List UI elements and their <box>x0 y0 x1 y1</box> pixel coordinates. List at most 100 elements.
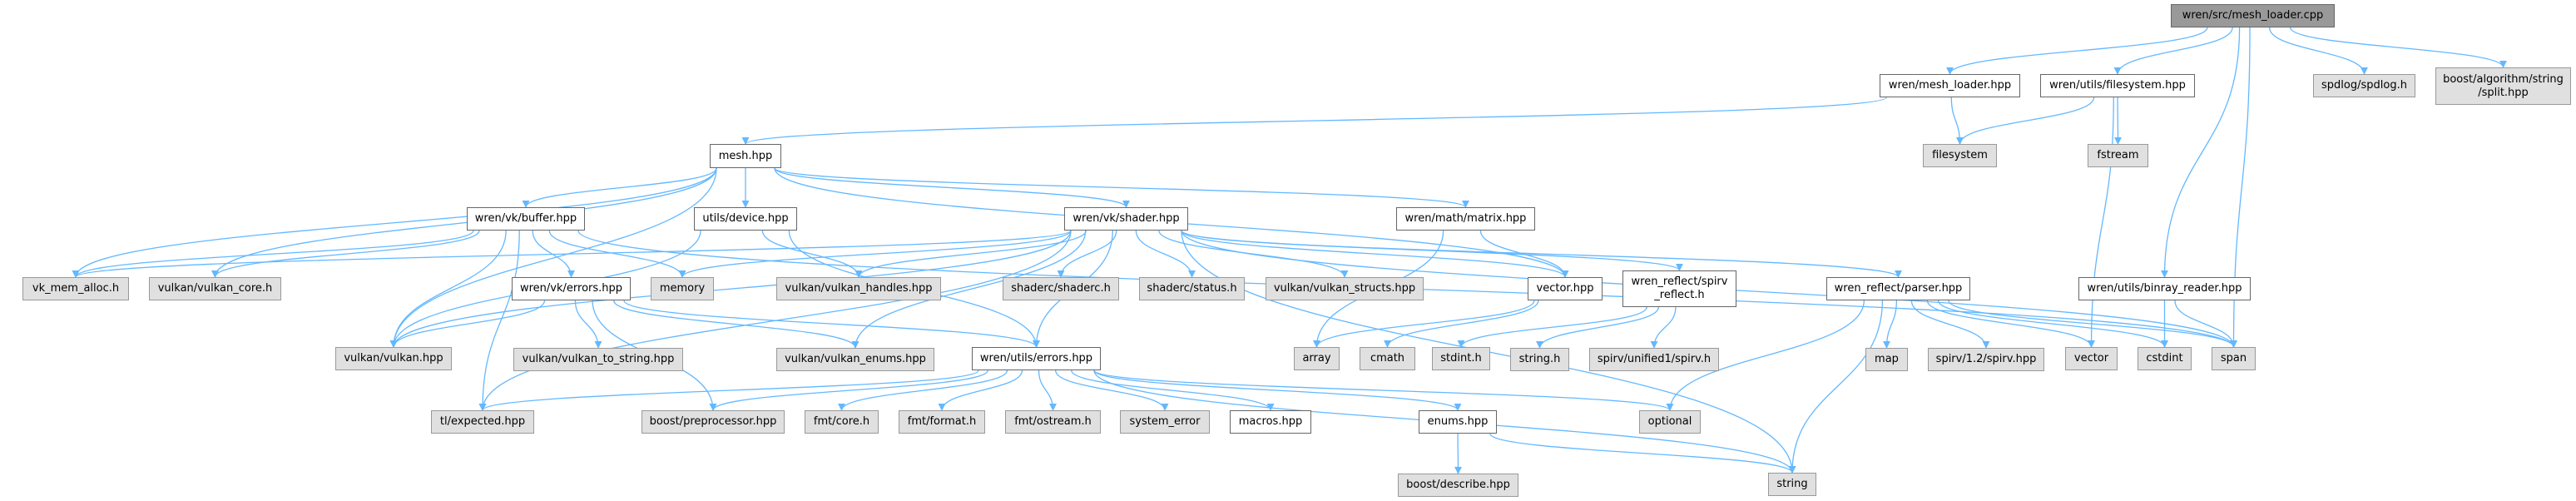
node-vulkan-hpp: vulkan/vulkan.hpp <box>335 347 452 370</box>
node-vk-errors-hpp[interactable]: wren/vk/errors.hpp <box>512 277 631 300</box>
node-stdint: stdint.h <box>1432 347 1490 370</box>
edge-shader-hpp-to-memory <box>678 230 1072 278</box>
edge-vk-errors-hpp-to-vulkan-to-string <box>574 300 602 349</box>
edge-shader-hpp-to-vk-mem-alloc <box>72 230 1072 278</box>
node-macros-hpp[interactable]: macros.hpp <box>1230 410 1311 434</box>
edge-mesh-hpp-to-shader-hpp <box>774 167 1130 208</box>
edge-parser-hpp-to-map <box>1883 300 1898 349</box>
edge-vk-errors-hpp-to-utils-errors-hpp <box>623 300 1040 348</box>
node-vulkan-handles: vulkan/vulkan_handles.hpp <box>776 277 941 300</box>
edge-mesh-loader-hpp-to-filesystem <box>1950 97 1964 145</box>
node-boost-describe: boost/describe.hpp <box>1398 474 1518 497</box>
node-root: wren/src/mesh_loader.cpp <box>2171 4 2335 27</box>
edge-utils-errors-hpp-to-fmt-ostream <box>1038 370 1057 411</box>
node-vulkan-structs: vulkan/vulkan_structs.hpp <box>1266 277 1424 300</box>
node-string: string <box>1768 473 1816 496</box>
edge-utils-errors-hpp-to-fmt-core <box>838 370 1008 411</box>
edge-binray-reader-to-span <box>2174 300 2237 348</box>
node-matrix-hpp[interactable]: wren/math/matrix.hpp <box>1396 207 1535 231</box>
edge-vector-hpp-to-cmath <box>1384 300 1539 348</box>
edge-root-to-split <box>2290 27 2507 68</box>
edge-utils-errors-hpp-to-fmt-format <box>938 370 1023 411</box>
node-buffer-hpp[interactable]: wren/vk/buffer.hpp <box>467 207 585 231</box>
edge-buffer-hpp-to-vulkan-hpp <box>389 230 507 348</box>
edge-root-to-filesystem-hpp <box>2113 27 2233 75</box>
edge-spirv-reflect-to-stdint <box>1457 306 1647 348</box>
edge-spirv-reflect-to-string-h <box>1536 306 1659 349</box>
edge-parser-hpp-to-cstdint <box>1937 300 2168 348</box>
node-split: boost/algorithm/string /split.hpp <box>2435 67 2571 105</box>
edge-vk-errors-hpp-to-vulkan-hpp <box>389 300 546 348</box>
edge-utils-errors-hpp-to-macros-hpp <box>1071 370 1275 411</box>
node-vulkan-enums: vulkan/vulkan_enums.hpp <box>776 348 934 371</box>
node-shaderc-status: shaderc/status.h <box>1139 277 1245 300</box>
node-filesystem: filesystem <box>1923 144 1997 167</box>
edge-utils-errors-hpp-to-enums-hpp <box>1093 370 1462 411</box>
edge-utils-errors-hpp-to-expected <box>478 370 979 411</box>
edge-buffer-hpp-to-expected <box>478 230 520 411</box>
edge-shader-hpp-to-vulkan-handles <box>855 230 1087 278</box>
node-spirv12: spirv/1.2/spirv.hpp <box>1928 348 2044 371</box>
edge-buffer-hpp-to-memory <box>548 230 686 278</box>
node-mesh-hpp[interactable]: mesh.hpp <box>710 144 781 168</box>
edge-shader-hpp-to-shaderc-h <box>1057 230 1117 278</box>
edge-parser-hpp-to-span <box>1948 300 2237 348</box>
node-system-error: system_error <box>1120 410 1210 434</box>
edge-utils-errors-hpp-to-boost-pp <box>709 370 988 411</box>
node-filesystem-hpp[interactable]: wren/utils/filesystem.hpp <box>2040 74 2195 97</box>
edge-root-to-binray-reader <box>2161 27 2241 278</box>
node-cstdint: cstdint <box>2138 347 2192 370</box>
node-vector: vector <box>2065 347 2118 370</box>
node-mesh-loader-hpp[interactable]: wren/mesh_loader.hpp <box>1880 74 2020 97</box>
node-spirv-reflect[interactable]: wren_reflect/spirv _reflect.h <box>1622 270 1736 307</box>
edge-shader-hpp-to-parser-hpp <box>1181 230 1902 278</box>
edge-utils-errors-hpp-to-system-error <box>1055 370 1169 411</box>
node-boost-pp: boost/preprocessor.hpp <box>642 410 785 434</box>
edge-root-to-mesh-loader-hpp <box>1946 27 2208 75</box>
node-vector-hpp[interactable]: vector.hpp <box>1528 277 1603 300</box>
node-enums-hpp[interactable]: enums.hpp <box>1419 410 1497 434</box>
edge-parser-hpp-to-optional <box>1666 300 1865 411</box>
node-binray-reader[interactable]: wren/utils/binray_reader.hpp <box>2078 277 2251 300</box>
node-cmath: cmath <box>1360 347 1415 370</box>
node-shader-hpp[interactable]: wren/vk/shader.hpp <box>1064 207 1188 231</box>
edge-shader-hpp-to-vulkan-hpp <box>389 230 1072 348</box>
node-expected: tl/expected.hpp <box>431 410 534 434</box>
edge-mesh-hpp-to-vk-mem-alloc <box>72 167 717 278</box>
edge-parser-hpp-to-string <box>1788 300 1884 474</box>
edge-utils-errors-hpp-to-optional <box>1093 370 1674 411</box>
node-utils-errors-hpp[interactable]: wren/utils/errors.hpp <box>972 347 1101 370</box>
node-map: map <box>1865 348 1908 371</box>
edge-parser-hpp-to-vector <box>1926 300 2095 348</box>
edge-enums-hpp-to-string <box>1489 433 1796 474</box>
edge-mesh-loader-hpp-to-mesh-hpp <box>741 97 1887 145</box>
node-parser-hpp[interactable]: wren_reflect/parser.hpp <box>1826 277 1970 300</box>
node-spdlog: spdlog/spdlog.h <box>2313 74 2415 97</box>
edge-shader-hpp-to-vulkan-enums <box>851 230 1087 349</box>
node-fmt-ostream: fmt/ostream.h <box>1005 410 1101 434</box>
edge-device-hpp-to-vulkan-handles <box>761 230 863 278</box>
node-vk-mem-alloc: vk_mem_alloc.h <box>22 277 129 300</box>
edge-root-to-spdlog <box>2268 27 2368 75</box>
edge-buffer-hpp-to-vulkan-core <box>211 230 480 278</box>
edge-vector-hpp-to-array <box>1313 300 1535 348</box>
edge-mesh-hpp-to-vulkan-core <box>211 167 717 278</box>
node-vulkan-to-string: vulkan/vulkan_to_string.hpp <box>513 348 683 371</box>
node-optional: optional <box>1639 410 1701 434</box>
node-fstream: fstream <box>2088 144 2148 167</box>
edge-matrix-hpp-to-vector-hpp <box>1479 230 1569 278</box>
edge-filesystem-hpp-to-filesystem <box>1956 97 2095 145</box>
edge-spirv-reflect-to-spirv-unified <box>1650 306 1677 349</box>
node-string-h: string.h <box>1510 348 1569 371</box>
node-fmt-core: fmt/core.h <box>805 410 879 434</box>
node-device-hpp[interactable]: utils/device.hpp <box>694 207 797 231</box>
node-fmt-format: fmt/format.h <box>899 410 985 434</box>
node-shaderc-h: shaderc/shaderc.h <box>1003 277 1119 300</box>
node-vulkan-core: vulkan/vulkan_core.h <box>149 277 281 300</box>
edge-mesh-hpp-to-vulkan-hpp <box>389 167 717 348</box>
node-array: array <box>1294 347 1340 370</box>
edge-shader-hpp-to-shaderc-status <box>1135 230 1196 278</box>
edge-filesystem-hpp-to-vector <box>2088 97 2114 348</box>
edge-parser-hpp-to-spirv12 <box>1910 300 1990 349</box>
